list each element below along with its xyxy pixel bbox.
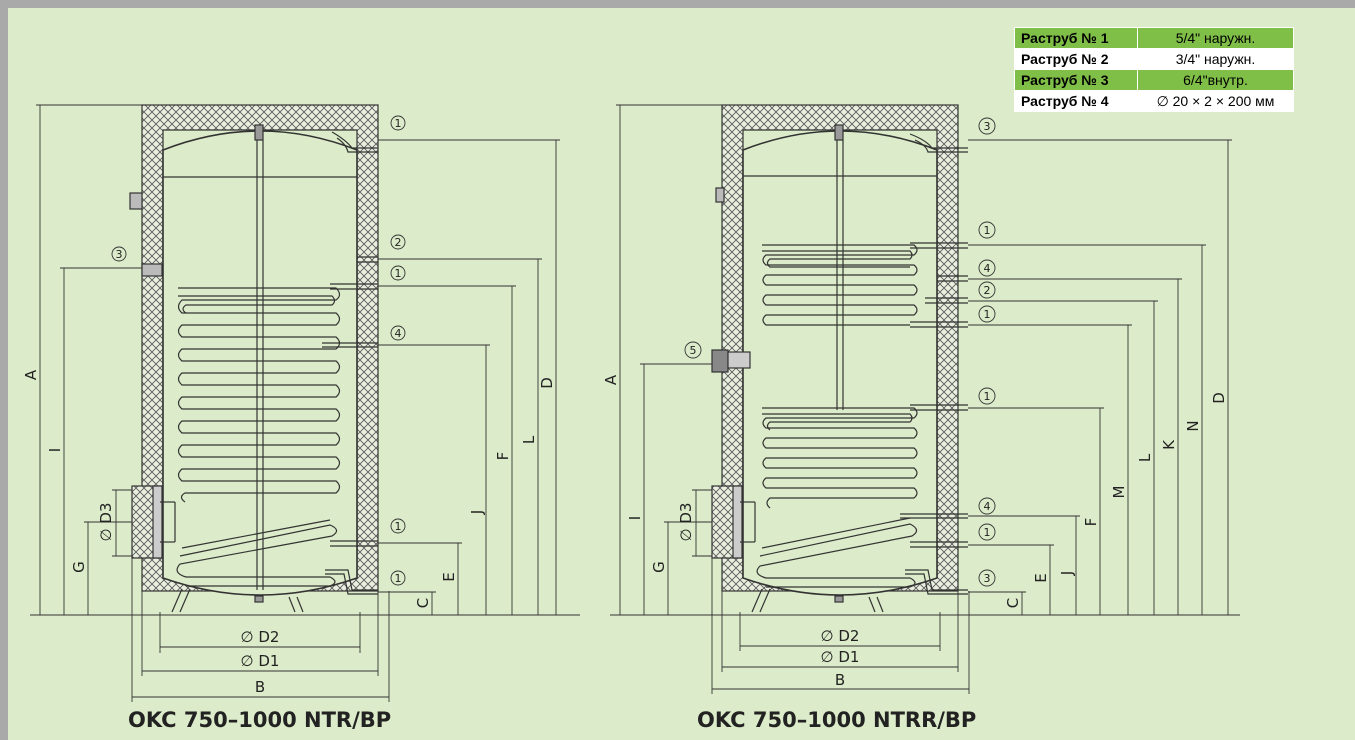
port-spec-key: Раструб № 1 [1014, 27, 1138, 49]
port-spec-row: Раструб № 4 ∅ 20 × 2 × 200 мм [1014, 90, 1294, 112]
right-coil-lower [756, 407, 918, 588]
right-dim-a: A [602, 374, 620, 385]
left-dim-e: E [440, 572, 458, 581]
right-port-4b-label: 4 [984, 500, 991, 513]
right-vessel [742, 130, 938, 596]
left-coil [176, 287, 341, 587]
right-port-2-label: 2 [984, 284, 991, 297]
left-port-1c-label: 1 [395, 520, 402, 533]
right-dim-d: D [1210, 392, 1228, 404]
left-diagram-title: OKC 750–1000 NTR/BP [128, 708, 392, 732]
left-dim-j: J [468, 510, 486, 515]
frame-top [0, 0, 1355, 8]
port-spec-row: Раструб № 2 3/4" наружн. [1014, 48, 1294, 70]
right-dim-g: G [650, 561, 668, 573]
frame-left [0, 0, 8, 740]
right-dim-k: K [1160, 439, 1178, 450]
right-dim-d3: ∅ D3 [677, 503, 695, 542]
port-spec-value: 6/4"внутр. [1137, 69, 1294, 91]
left-dim-a: A [22, 369, 40, 380]
right-dim-d2: ∅ D2 [821, 627, 860, 645]
right-dim-d1: ∅ D1 [821, 648, 860, 666]
left-dim-d1: ∅ D1 [241, 652, 280, 670]
right-dim-c: C [1004, 598, 1022, 608]
right-port-1c-label: 1 [984, 390, 991, 403]
right-dim-l: L [1136, 453, 1154, 462]
port-spec-value: ∅ 20 × 2 × 200 мм [1137, 90, 1294, 112]
left-dimensions [30, 104, 580, 702]
port-spec-key: Раструб № 3 [1014, 69, 1138, 91]
right-port-1d-label: 1 [984, 526, 991, 539]
right-port-circles [684, 117, 996, 587]
left-dim-d2: ∅ D2 [241, 628, 280, 646]
left-port-4-label: 4 [395, 327, 402, 340]
left-dim-f: F [494, 452, 512, 461]
right-dim-b: B [835, 671, 845, 689]
right-diagram-title: OKC 750–1000 NTRR/BP [697, 708, 977, 732]
port-spec-value: 5/4" наружн. [1137, 27, 1294, 49]
left-port-1d-label: 1 [395, 572, 402, 585]
port-spec-table: Раструб № 1 5/4" наружн. Раструб № 2 3/4… [1014, 27, 1294, 112]
left-dim-g: G [70, 561, 88, 573]
port-spec-key: Раструб № 2 [1014, 48, 1138, 70]
right-port-3a-label: 3 [984, 120, 991, 133]
right-port-1a-label: 1 [984, 224, 991, 237]
left-port-1a-label: 1 [395, 117, 402, 130]
left-dim-l: L [520, 435, 538, 444]
right-dimensions [610, 104, 1240, 694]
right-dim-i: I [626, 516, 644, 520]
left-vessel [162, 130, 358, 596]
left-dim-d: D [538, 377, 556, 389]
left-dim-b: B [255, 678, 265, 696]
left-dim-labels: A I G ∅ D3 C E J F L D ∅ D2 ∅ D1 B [22, 369, 556, 696]
right-dim-e: E [1032, 573, 1050, 582]
port-spec-row: Раструб № 3 6/4"внутр. [1014, 69, 1294, 91]
left-dim-c: C [414, 598, 432, 608]
right-dim-j: J [1058, 571, 1076, 576]
left-port-labels: 1 2 1 4 1 1 3 [116, 117, 402, 585]
right-port-5-label: 5 [690, 344, 697, 357]
left-tank [129, 104, 379, 613]
port-spec-value: 3/4" наружн. [1137, 48, 1294, 70]
right-coil-upper [762, 244, 918, 326]
right-dim-n: N [1184, 420, 1202, 431]
port-spec-key: Раструб № 4 [1014, 90, 1138, 112]
right-port-3b-label: 3 [984, 572, 991, 585]
right-port-labels: 3 1 4 2 1 1 4 1 3 5 [690, 120, 991, 585]
right-port-4a-label: 4 [984, 262, 991, 275]
right-port-1b-label: 1 [984, 308, 991, 321]
left-port-3-label: 3 [116, 248, 123, 261]
right-tank [711, 104, 968, 613]
left-port-2-label: 2 [395, 236, 402, 249]
right-dim-m: M [1110, 486, 1128, 499]
port-spec-row: Раструб № 1 5/4" наружн. [1014, 27, 1294, 49]
right-dim-f: F [1082, 518, 1100, 527]
left-port-1b-label: 1 [395, 267, 402, 280]
left-dim-d3: ∅ D3 [97, 503, 115, 542]
left-dim-i: I [46, 448, 64, 452]
right-dim-labels: A I G ∅ D3 C E J F M L K N D ∅ D2 ∅ D1 B [602, 374, 1228, 689]
left-port-circles [111, 115, 406, 586]
